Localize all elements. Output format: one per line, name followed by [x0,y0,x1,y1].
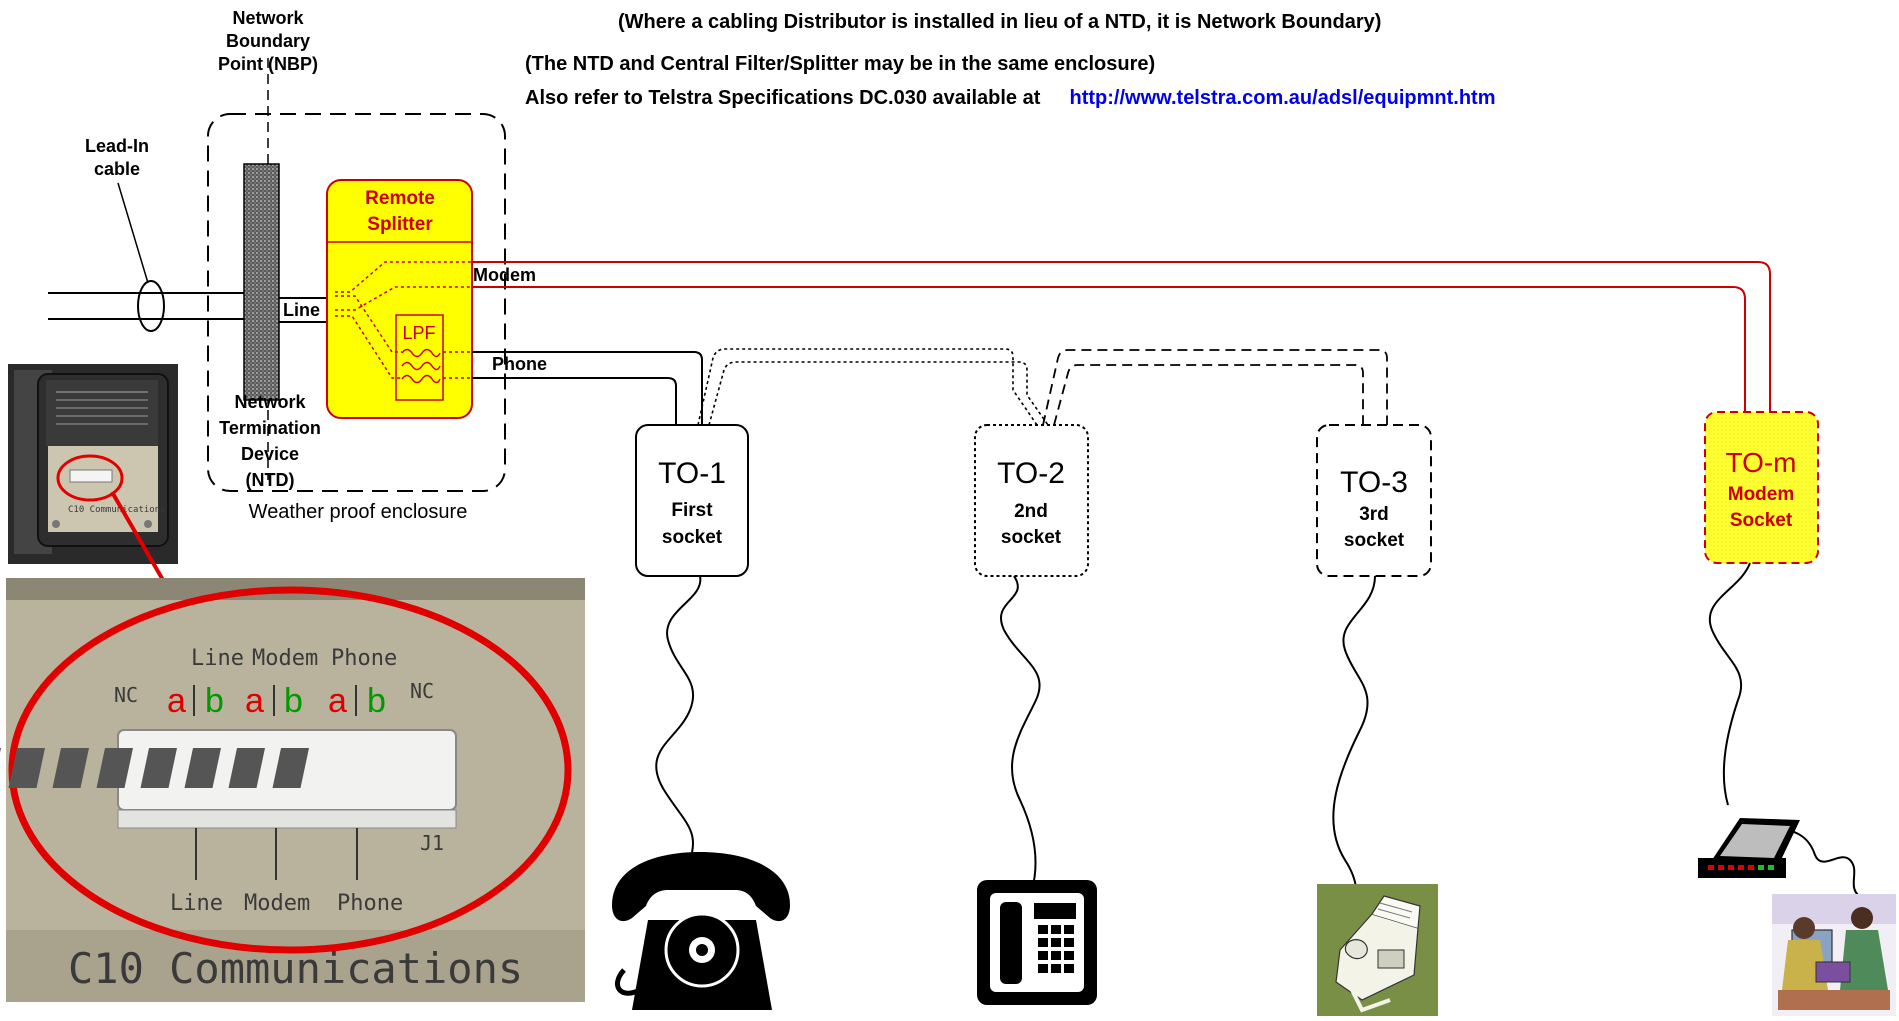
outlet-to3: TO-3 3rd socket [1316,424,1432,577]
outlet-to1: TO-1 First socket [635,424,749,577]
phone-wire-to3-b [1053,364,1364,426]
cord-to2 [1000,575,1041,891]
line-wire-label: Line [283,300,320,320]
phone-wire-to3-a [1042,349,1388,426]
photo-brand-text: C10 Communications [68,944,523,993]
enclosure-label: Weather proof enclosure [249,501,468,523]
nbp-label-line2: Boundary [226,31,310,51]
photo-nc-left: NC [114,683,138,707]
outlet-to2: TO-2 2nd socket [974,424,1089,577]
lead-in-label: Lead-In cable [85,136,149,179]
phone-wire-to2-a [697,348,1038,426]
modem-wire-label: Modem [473,265,536,285]
photo-bottom-label-phone: Phone [337,891,403,916]
outlet-tom-line1: Modem [1728,484,1795,505]
outlet-to2-line1: 2nd [1014,501,1048,522]
outlet-to2-line2: socket [1001,527,1062,548]
lead-in-label-line1: Lead-In [85,136,149,156]
photo-pin-phone-b: b [367,682,386,720]
weatherproof-enclosure [207,113,506,492]
outlet-tom: TO-m Modem Socket [1704,411,1819,564]
outlet-to3-id: TO-3 [1340,466,1408,499]
outlet-to1-id: TO-1 [658,457,726,490]
small-photo-caption: C10 Communications [68,505,166,515]
nbp-label: Network Boundary Point (NBP) [218,8,318,74]
outlet-tom-line2: Socket [1730,510,1793,531]
photo-pin-modem-a: a [245,682,264,720]
header-line-3: Also refer to Telstra Specifications DC.… [525,87,1495,110]
header-line-2: (The NTD and Central Filter/Splitter may… [525,53,1156,75]
lead-in-pointer [117,182,149,284]
cord-to3 [1332,575,1376,911]
modem-icon [1698,818,1800,878]
splitter-unit-photo: C10 Communications [8,364,178,564]
lead-in-cable [48,280,248,332]
cord-to1 [655,575,702,861]
cord-modem-pc [1774,827,1859,896]
photo-pin-modem-b: b [284,682,303,720]
outlet-to1-line2: socket [662,527,723,548]
ntd-label-line3: Device [241,444,299,464]
photo-pin-line-a: a [167,682,186,720]
terminal-closeup-photo: Line Modem Phone NC NC a b a b a b [0,578,585,1002]
fax-machine-icon [1317,884,1438,1016]
photo-pin-phone-a: a [328,682,347,720]
header-reference-text: Also refer to Telstra Specifications DC.… [525,87,1041,109]
outlet-to3-line2: socket [1344,530,1405,551]
photo-pin-line-b: b [205,682,224,720]
phone-wire-to1-b [472,377,677,425]
ntd-label-line2: Termination [219,418,321,438]
phone-wire-label: Phone [492,354,547,374]
modem-wire-b [472,286,1746,412]
splitter-title-line2: Splitter [367,214,433,235]
photo-bottom-label-modem: Modem [244,891,310,916]
phone-wire-to1-a [472,351,703,425]
header-line-1: (Where a cabling Distributor is installe… [618,11,1382,33]
ntd-label-line1: Network [234,392,306,412]
lpf-label: LPF [402,323,435,343]
lead-in-label-line2: cable [94,159,140,179]
outlet-tom-id: TO-m [1725,447,1796,478]
outlet-to2-id: TO-2 [997,457,1065,490]
splitter-title-line1: Remote [365,188,435,209]
outlet-to3-line1: 3rd [1359,504,1389,525]
photo-top-label-line: Line [191,646,244,671]
telstra-spec-link[interactable]: http://www.telstra.com.au/adsl/equipmnt.… [1069,87,1496,109]
photo-top-label-phone: Phone [331,646,397,671]
rotary-phone-icon [612,852,790,1010]
lpf-filter [395,314,444,401]
ntd-terminal-block [243,163,280,401]
remote-splitter: Remote Splitter LPF [326,179,473,419]
desk-phone-icon [977,880,1097,1005]
cord-tom [1708,562,1751,806]
photo-nc-right: NC [410,679,434,703]
ntd-label-line4: (NTD) [246,470,295,490]
computer-users-icon [1772,894,1896,1016]
photo-top-label-modem: Modem [252,646,318,671]
photo-j1-label: J1 [420,831,444,855]
ntd-label: Network Termination Device (NTD) [219,392,321,490]
outlet-to1-line1: First [671,500,713,521]
nbp-label-line1: Network [232,8,304,28]
modem-wire-a [472,261,1771,412]
photo-bottom-label-line: Line [170,891,223,916]
phone-wire-to2-b [708,361,1049,426]
